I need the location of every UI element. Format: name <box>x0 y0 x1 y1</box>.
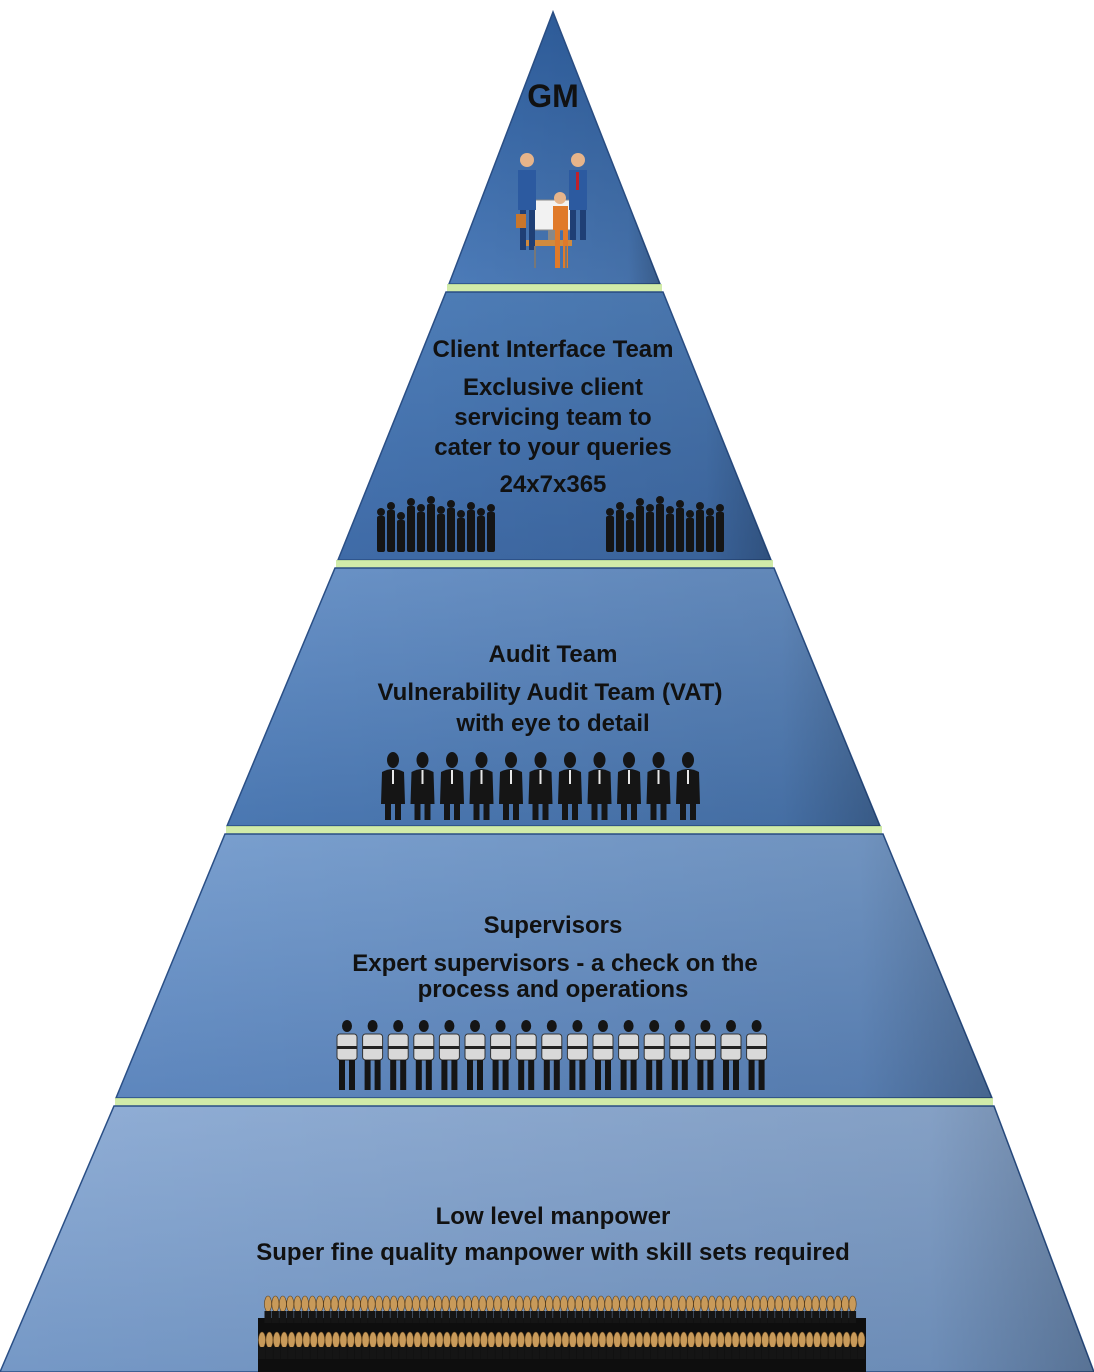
person-silhouette-icon <box>427 496 435 552</box>
uniformed-guard-icon <box>669 1020 691 1090</box>
person-silhouette-icon <box>636 498 644 552</box>
tier-supervisors-line-2: process and operations <box>418 976 689 1003</box>
person-silhouette-icon <box>616 502 624 552</box>
person-silhouette-icon <box>676 500 684 552</box>
person-silhouette-icon <box>397 512 405 552</box>
uniformed-guard-icon <box>541 1020 563 1090</box>
suited-agent-icon <box>410 752 435 820</box>
tier-supervisors-line-1: Expert supervisors - a check on the <box>352 950 757 977</box>
suited-agent-icon <box>558 752 582 820</box>
suited-agent-icon <box>528 752 553 820</box>
uniformed-guard-icon <box>387 1020 409 1090</box>
uniformed-guard-icon <box>336 1020 358 1090</box>
suited-agent-icon <box>381 752 405 820</box>
person-silhouette-icon <box>716 504 724 552</box>
tier-client-title: Client Interface Team <box>433 336 674 363</box>
person-silhouette-icon <box>696 502 704 552</box>
tier-supervisors-title: Supervisors <box>484 912 623 939</box>
person-silhouette-icon <box>656 496 664 552</box>
uniformed-guard-icon <box>592 1020 614 1090</box>
person-silhouette-icon <box>417 504 425 552</box>
managers-at-desk-icon <box>516 153 587 268</box>
tier-client-interface: Client Interface Team Exclusive client s… <box>336 291 773 561</box>
person-silhouette-icon <box>387 502 395 552</box>
tier-supervisors: Supervisors Expert supervisors - a check… <box>114 833 994 1099</box>
uniformed-guard-icon <box>643 1020 665 1090</box>
suited-agent-icon <box>676 752 700 820</box>
person-silhouette-icon <box>606 508 614 552</box>
person-silhouette-icon <box>457 510 465 552</box>
tier-separator <box>447 284 662 292</box>
tier-audit-line-1: Vulnerability Audit Team (VAT) <box>378 679 723 706</box>
suited-agent-icon <box>646 752 671 820</box>
crowd-silhouette-icon <box>377 496 495 552</box>
person-silhouette-icon <box>407 498 415 552</box>
tier-client-line-1: Exclusive client <box>463 374 643 401</box>
tier-client-line-2: servicing team to <box>454 404 651 431</box>
suited-agent-icon <box>499 752 523 820</box>
uniformed-guard-icon <box>618 1020 640 1090</box>
uniformed-guard-icon <box>490 1020 512 1090</box>
suited-agent-icon <box>469 752 494 820</box>
suited-agent-icon <box>617 752 641 820</box>
person-silhouette-icon <box>377 508 385 552</box>
tier-manpower-title: Low level manpower <box>436 1203 671 1230</box>
guard-row-icon <box>258 1331 866 1359</box>
tier-client-line-4: 24x7x365 <box>500 471 607 498</box>
person-silhouette-icon <box>447 500 455 552</box>
crowd-silhouette-icon <box>606 496 724 552</box>
person-silhouette-icon <box>706 508 714 552</box>
person-silhouette-icon <box>646 504 654 552</box>
tier-separator <box>336 560 773 568</box>
tier-separator <box>115 1098 993 1106</box>
tier-audit-title: Audit Team <box>489 641 618 668</box>
suited-agent-icon <box>440 752 464 820</box>
uniformed-guard-icon <box>566 1020 588 1090</box>
uniformed-guard-icon <box>438 1020 460 1090</box>
person-silhouette-icon <box>467 502 475 552</box>
tier-client-line-3: cater to your queries <box>434 434 671 461</box>
uniformed-guard-icon <box>694 1020 716 1090</box>
uniformed-guard-icon <box>746 1020 768 1090</box>
uniformed-guard-icon <box>464 1020 486 1090</box>
person-silhouette-icon <box>487 504 495 552</box>
tier-manpower: Low level manpower Super fine quality ma… <box>0 1105 1094 1372</box>
suited-agent-icon <box>587 752 612 820</box>
tier-manpower-line-1: Super fine quality manpower with skill s… <box>256 1239 849 1266</box>
tier-gm-title: GM <box>527 78 579 114</box>
tier-separator <box>226 826 882 834</box>
person-silhouette-icon <box>626 512 634 552</box>
uniformed-guard-icon <box>413 1020 435 1090</box>
tier-audit: Audit Team Vulnerability Audit Team (VAT… <box>225 567 882 827</box>
suited-agent-row <box>381 752 700 820</box>
person-silhouette-icon <box>666 506 674 552</box>
uniformed-guard-icon <box>515 1020 537 1090</box>
tier-audit-line-2: with eye to detail <box>455 710 649 737</box>
uniformed-guard-icon <box>720 1020 742 1090</box>
person-silhouette-icon <box>686 510 694 552</box>
uniformed-guard-icon <box>362 1020 384 1090</box>
guard-rows-icon <box>258 1295 866 1372</box>
uniformed-guard-row <box>336 1020 768 1090</box>
person-silhouette-icon <box>477 508 485 552</box>
guard-row-icon <box>264 1295 857 1323</box>
person-silhouette-icon <box>437 506 445 552</box>
tier-gm: GM <box>447 9 662 285</box>
